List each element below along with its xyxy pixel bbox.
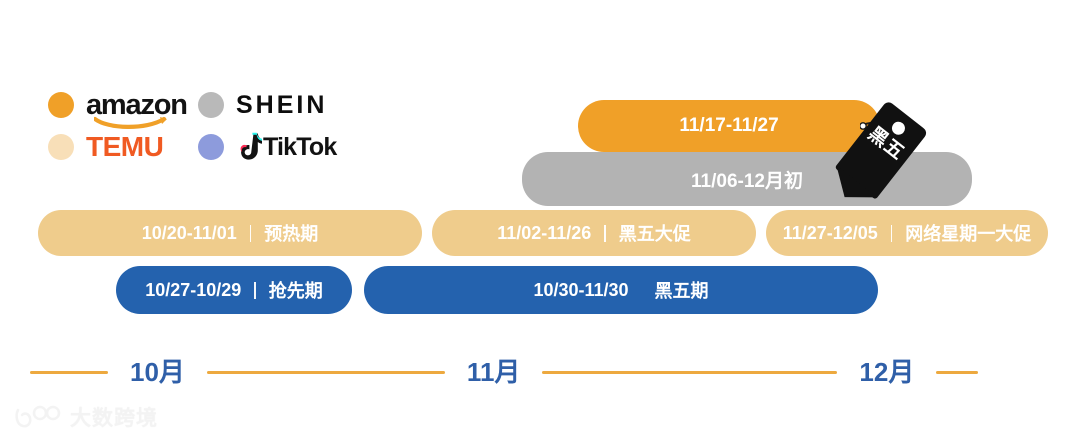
bar-temu-blackfriday[interactable]: 11/02-11/26 黑五大促 xyxy=(432,210,756,256)
bar-tiktok-early[interactable]: 10/27-10/29 抢先期 xyxy=(116,266,352,314)
tiktok-logo: TikTok xyxy=(236,132,337,162)
bar-tiktok-1-date: 10/27-10/29 xyxy=(145,279,242,300)
bar-temu-3-date: 11/27-12/05 xyxy=(782,222,878,243)
bar-shein-date: 11/06-12月初 xyxy=(691,170,803,192)
legend-row-bottom: TEMU TikTok xyxy=(48,126,378,168)
bar-amazon[interactable]: 11/17-11/27 xyxy=(578,100,880,152)
bar-tiktok-blackfriday[interactable]: 10/30-11/30 黑五期 xyxy=(364,266,878,314)
legend-label-amazon: amazon xyxy=(86,88,188,121)
legend-row-top: amazon SHEIN xyxy=(48,84,378,129)
separator-icon xyxy=(890,224,893,242)
bar-temu-1-date: 10/20-11/01 xyxy=(141,222,237,243)
watermark-logo-icon xyxy=(15,405,61,428)
axis-line-segment xyxy=(206,370,445,374)
bar-tiktok-2-phase: 黑五期 xyxy=(654,281,709,301)
amazon-smile-icon xyxy=(94,116,167,129)
temu-color-dot xyxy=(48,134,74,160)
shein-color-dot xyxy=(198,92,224,118)
bar-amazon-date: 11/17-11/27 xyxy=(679,115,779,136)
tiktok-color-dot xyxy=(198,134,224,160)
legend-item-shein: SHEIN xyxy=(198,92,327,118)
bar-tiktok-2-date: 10/30-11/30 xyxy=(533,279,629,300)
axis-line-segment xyxy=(936,370,979,374)
legend-label-shein: SHEIN xyxy=(236,90,328,119)
bar-temu-2-date: 11/02-11/26 xyxy=(497,222,592,243)
watermark: 大数跨境 xyxy=(14,402,158,432)
bar-temu-2-phase: 黑五大促 xyxy=(618,224,691,244)
separator-icon xyxy=(249,224,252,242)
legend-label-temu: TEMU xyxy=(86,131,164,162)
amazon-logo: amazon xyxy=(86,88,188,129)
legend-item-tiktok: TikTok xyxy=(198,132,337,162)
tiktok-note-icon xyxy=(240,132,262,160)
axis-month-december: 12月 xyxy=(859,357,915,387)
legend-item-temu: TEMU xyxy=(48,133,198,161)
brand-legend: amazon SHEIN TEMU xyxy=(48,84,378,168)
axis-line-segment xyxy=(542,370,838,374)
temu-logo: TEMU xyxy=(86,131,164,162)
axis-month-october: 10月 xyxy=(130,357,185,387)
shein-logo: SHEIN xyxy=(236,90,328,119)
amazon-color-dot xyxy=(48,92,74,118)
bar-temu-3-phase: 网络星期一大促 xyxy=(905,224,1032,244)
axis-month-november: 11月 xyxy=(466,357,521,387)
bar-tiktok-1-phase: 抢先期 xyxy=(268,281,323,301)
bar-temu-cybermonday[interactable]: 11/27-12/05 网络星期一大促 xyxy=(766,210,1048,256)
axis-line-segment xyxy=(30,370,108,374)
month-axis: 10月 11月 12月 xyxy=(30,352,1050,392)
separator-icon xyxy=(604,224,606,242)
legend-item-amazon: amazon xyxy=(48,88,198,129)
black-friday-tag: 黑五 xyxy=(824,96,972,216)
bar-temu-warmup[interactable]: 10/20-11/01 预热期 xyxy=(38,210,422,256)
separator-icon xyxy=(254,281,256,299)
legend-label-tiktok: TikTok xyxy=(263,132,337,161)
bar-temu-1-phase: 预热期 xyxy=(264,224,319,244)
watermark-text: 大数跨境 xyxy=(70,407,158,430)
